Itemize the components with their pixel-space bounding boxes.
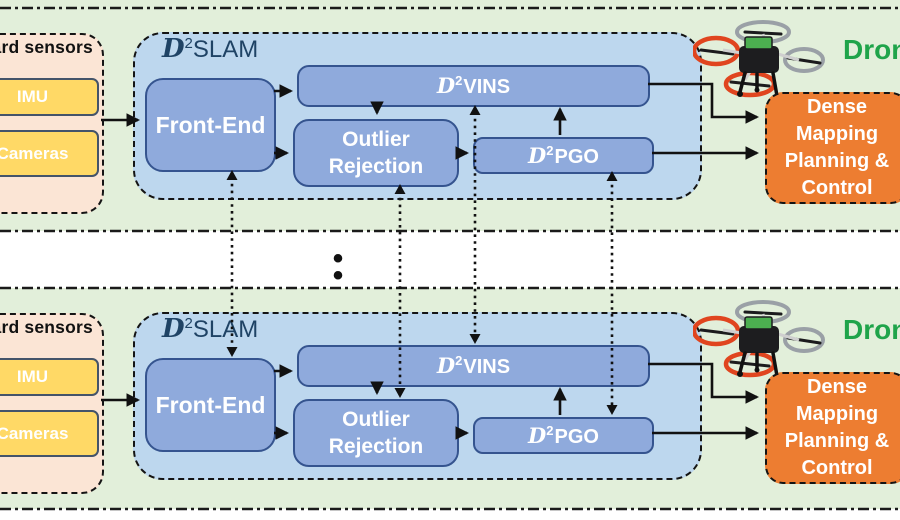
outlier-rejection-box: Outlier Rejection <box>293 399 459 467</box>
output-line4: Control <box>801 177 873 199</box>
dot-bottom: • <box>332 259 344 292</box>
onboard-sensors-box <box>0 33 104 214</box>
cameras-box: Cameras <box>0 130 99 177</box>
outlier-line2: Rejection <box>328 435 424 458</box>
drone-icon <box>693 300 825 381</box>
imu-label: IMU <box>16 87 49 106</box>
d2pgo-d: D <box>528 422 547 448</box>
drone-body <box>739 46 779 73</box>
drone-pcb <box>744 36 773 50</box>
outlier-line1: Outlier <box>342 128 410 151</box>
dot-top: • <box>332 242 344 275</box>
imu-box: IMU <box>0 78 99 116</box>
dense-mapping-box: Dense Mapping Planning & Control <box>765 92 900 204</box>
imu-box: IMU <box>0 358 99 396</box>
d2vins-label: D2VINS <box>437 353 510 379</box>
outlier-line2: Rejection <box>328 155 424 178</box>
d2pgo-rest: PGO <box>554 145 599 168</box>
d2vins-d: D <box>436 353 456 378</box>
d2pgo-box: D2PGO <box>473 417 654 454</box>
onboard-sensors-title: Onboard sensors <box>0 37 93 57</box>
d2slam-title: D2SLAM <box>162 34 258 64</box>
d2pgo-label: D2PGO <box>528 143 599 169</box>
outlier-rejection-box: Outlier Rejection <box>293 119 459 187</box>
d2slam-title-d: D <box>162 314 185 344</box>
front-end-box: Front-End <box>145 78 276 172</box>
drone-label: Drone <box>843 314 900 345</box>
imu-label: IMU <box>16 367 49 386</box>
drone-label: Drone <box>843 34 900 65</box>
d2pgo-sup: 2 <box>546 422 554 438</box>
d2vins-d: D <box>436 73 456 98</box>
output-line2: Mapping <box>795 123 879 145</box>
front-end-box: Front-End <box>145 358 276 452</box>
d2vins-label: D2VINS <box>437 73 510 99</box>
d2slam-title-rest: SLAM <box>192 316 259 343</box>
output-line3: Planning & <box>784 150 890 172</box>
output-line1: Dense <box>806 376 868 398</box>
dense-mapping-box: Dense Mapping Planning & Control <box>765 372 900 484</box>
cameras-box: Cameras <box>0 410 99 457</box>
d2slam-title-sup: 2 <box>184 315 193 332</box>
d2pgo-box: D2PGO <box>473 137 654 174</box>
d2vins-rest: VINS <box>463 356 511 378</box>
output-line4: Control <box>801 457 873 479</box>
drone-icon <box>693 20 825 101</box>
onboard-sensors-box <box>0 313 104 494</box>
onboard-sensors-title: Onboard sensors <box>0 317 93 337</box>
drone2-section: Onboard sensors IMU Cameras D2SLAM Front… <box>0 280 900 520</box>
d2slam-title-rest: SLAM <box>192 36 259 63</box>
continuation-dots: • • <box>330 242 346 292</box>
front-end-label: Front-End <box>155 391 266 418</box>
cameras-label: Cameras <box>0 423 69 443</box>
d2vins-sup: 2 <box>455 73 463 89</box>
front-end-label: Front-End <box>155 111 266 138</box>
d2slam-title-sup: 2 <box>184 35 193 52</box>
cameras-label: Cameras <box>0 143 69 163</box>
d2slam-title: D2SLAM <box>162 314 258 344</box>
d2pgo-d: D <box>528 142 547 168</box>
outlier-line1: Outlier <box>342 408 410 431</box>
d2vins-rest: VINS <box>463 76 511 98</box>
d2pgo-label: D2PGO <box>528 423 599 449</box>
d2vins-box: D2VINS <box>297 345 650 387</box>
d2pgo-rest: PGO <box>554 425 599 448</box>
d2pgo-sup: 2 <box>546 142 554 158</box>
output-line3: Planning & <box>784 430 890 452</box>
output-line2: Mapping <box>795 403 879 425</box>
d2slam-title-d: D <box>162 34 185 64</box>
d2vins-box: D2VINS <box>297 65 650 107</box>
d2vins-sup: 2 <box>455 353 463 369</box>
output-line1: Dense <box>806 96 868 118</box>
prop-guard-gray-right <box>783 47 825 73</box>
